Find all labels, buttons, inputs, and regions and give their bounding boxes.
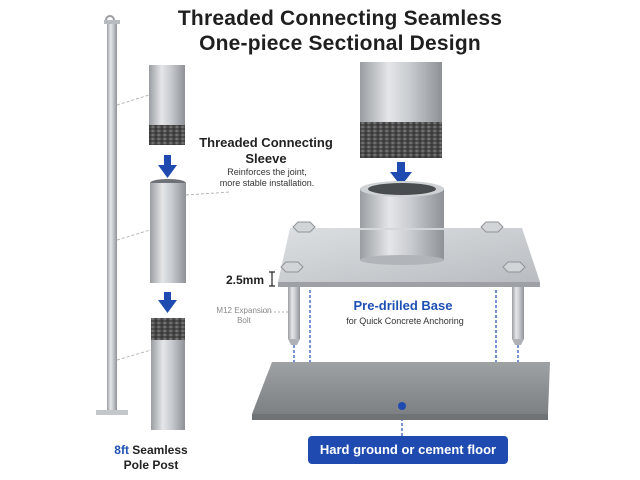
concrete-slab xyxy=(252,362,550,420)
arrow-down-icon xyxy=(158,292,177,313)
arrow-down-icon xyxy=(158,155,177,178)
bolt-label-line-2: Bolt xyxy=(237,316,251,325)
bolt-label: M12 Expansion Bolt xyxy=(214,306,274,326)
post-caption-line-1: 8ft Seamless xyxy=(96,443,206,458)
full-pole-post xyxy=(96,15,128,415)
post-caption: 8ft Seamless Pole Post xyxy=(96,443,206,473)
expansion-bolts xyxy=(288,287,524,345)
thickness-marker xyxy=(269,271,275,287)
sleeve-description-line-1: Reinforces the joint, xyxy=(227,167,307,177)
lower-pipe-section xyxy=(151,318,185,430)
arrow-down-icon xyxy=(390,162,412,186)
sleeve-description: Reinforces the joint, more stable instal… xyxy=(205,167,329,189)
base-subheading: for Quick Concrete Anchoring xyxy=(346,316,464,326)
base-heading: Pre-drilled Base xyxy=(353,298,453,313)
large-upper-pipe xyxy=(360,62,442,158)
title-line-2: One-piece Sectional Design xyxy=(199,32,481,55)
sleeve-description-line-2: more stable installation. xyxy=(219,178,315,188)
thickness-label: 2.5mm xyxy=(226,273,265,287)
sleeve-heading: Threaded Connecting Sleeve xyxy=(193,135,339,167)
connecting-sleeve xyxy=(150,179,186,283)
guide-lines xyxy=(116,94,231,361)
bolt-icon xyxy=(280,221,526,273)
title-line-1: Threaded Connecting Seamless xyxy=(177,7,503,30)
floor-label-badge: Hard ground or cement floor xyxy=(308,436,508,464)
upper-pipe-section xyxy=(149,65,185,145)
sleeve-heading-line-2: Sleeve xyxy=(245,151,287,166)
post-caption-line-2: Pole Post xyxy=(123,458,179,472)
page-title: Threaded Connecting Seamless One-piece S… xyxy=(150,6,530,56)
post-caption-rest: Seamless xyxy=(128,443,188,457)
post-length-highlight: 8ft xyxy=(114,443,129,457)
bolt-label-line-1: M12 Expansion xyxy=(216,306,272,315)
base-plate xyxy=(278,228,540,287)
sleeve-heading-line-1: Threaded Connecting xyxy=(199,135,333,150)
